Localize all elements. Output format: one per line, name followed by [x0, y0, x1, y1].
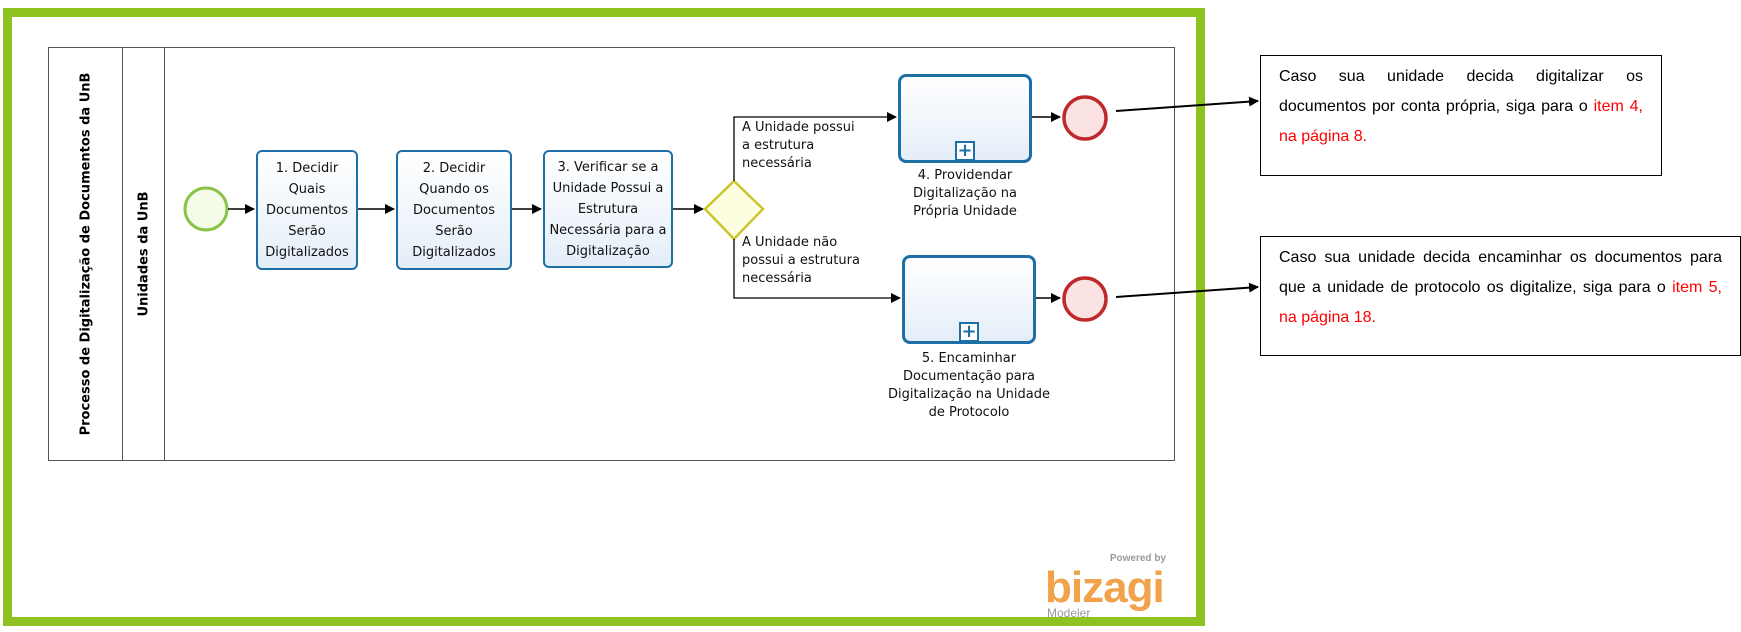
subprocess-own-digitization-label: 4. Providendar Digitalização na Própria … — [875, 167, 1055, 221]
caption-line: Digitalização na — [913, 186, 1017, 201]
exclusive-gateway[interactable] — [703, 179, 765, 241]
subprocess-own-digitization[interactable]: + — [898, 74, 1032, 163]
flow-label-line: necessária — [742, 156, 812, 171]
product-name: Modeler — [1047, 606, 1091, 620]
note-link[interactable]: item 4, na página 8. — [1279, 98, 1644, 145]
subprocess-send-protocol[interactable]: + — [902, 255, 1036, 344]
flow-gateway-sub4 — [733, 112, 897, 181]
flow-label-line: A Unidade não — [742, 235, 838, 250]
expand-icon[interactable]: + — [959, 322, 979, 342]
note-text: Caso sua unidade decida encaminhar os do… — [1279, 249, 1722, 296]
caption-line: Documentação para — [902, 369, 1036, 384]
caption-line: de Protocolo — [928, 405, 1010, 420]
lane-label: Unidades da UnB — [123, 48, 165, 460]
caption-line: Própria Unidade — [913, 204, 1017, 219]
task-label: 2. Decidir Quando os Documentos Serão Di… — [412, 160, 496, 260]
note-pointer-top — [1115, 96, 1259, 112]
subprocess-send-protocol-label: 5. Encaminhar Documentação para Digitali… — [869, 350, 1069, 422]
flow-label-line: a estrutura — [742, 138, 815, 153]
task-decide-when[interactable]: 2. Decidir Quando os Documentos Serão Di… — [396, 150, 512, 270]
pool-label: Processo de Digitalização de Documentos … — [49, 48, 123, 460]
end-event-bottom[interactable] — [1062, 276, 1108, 322]
note-pointer-bottom — [1115, 282, 1259, 298]
note-send-protocol: Caso sua unidade decida encaminhar os do… — [1260, 236, 1741, 356]
flow-label-line: possui a estrutura — [742, 253, 860, 268]
end-event-top[interactable] — [1062, 95, 1108, 141]
expand-icon[interactable]: + — [955, 141, 975, 161]
note-own-digitization: Caso sua unidade decida digitalizar os d… — [1260, 55, 1662, 176]
flow-gateway-sub5 — [733, 239, 901, 303]
caption-line: 5. Encaminhar — [921, 351, 1017, 366]
note-text: Caso sua unidade decida digitalizar os d… — [1279, 68, 1643, 115]
start-event[interactable] — [183, 186, 229, 232]
flow-label-line: A Unidade possui — [742, 120, 855, 135]
bizagi-branding: Powered by bizagi Modeler — [1037, 553, 1172, 620]
note-link[interactable]: item 5, na página 18. — [1279, 279, 1723, 326]
task-label: 1. Decidir Quais Documentos Serão Digita… — [265, 160, 349, 260]
bizagi-logo: bizagi — [1045, 563, 1165, 612]
flow-label-has-structure: A Unidade possui a estrutura necessária — [742, 119, 855, 173]
flow-label-no-structure: A Unidade não possui a estrutura necessá… — [742, 234, 860, 288]
task-label: 3. Verificar se a Unidade Possui a Estru… — [549, 159, 667, 259]
caption-line: 4. Providendar — [917, 168, 1013, 183]
flow-label-line: necessária — [742, 271, 812, 286]
powered-by-text: Powered by — [1109, 553, 1166, 564]
caption-line: Digitalização na Unidade — [888, 387, 1050, 402]
task-decide-documents[interactable]: 1. Decidir Quais Documentos Serão Digita… — [256, 150, 358, 270]
task-verify-structure[interactable]: 3. Verificar se a Unidade Possui a Estru… — [543, 150, 673, 268]
